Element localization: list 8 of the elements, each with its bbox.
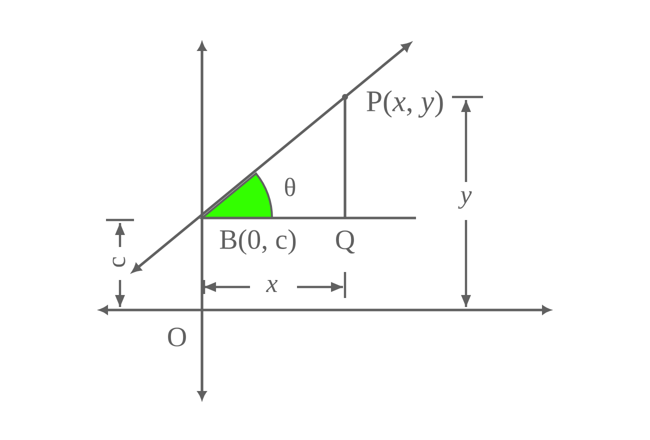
origin-label: O	[168, 328, 186, 346]
dimension-label: x	[266, 280, 278, 292]
angle-label: θ	[285, 178, 296, 196]
dimension-label: c	[112, 257, 126, 267]
dimension-label: y	[458, 191, 472, 209]
point-label: P(x, y)	[366, 90, 443, 118]
point-label: B(0, c)	[220, 229, 296, 255]
point-label: Q	[336, 230, 355, 254]
